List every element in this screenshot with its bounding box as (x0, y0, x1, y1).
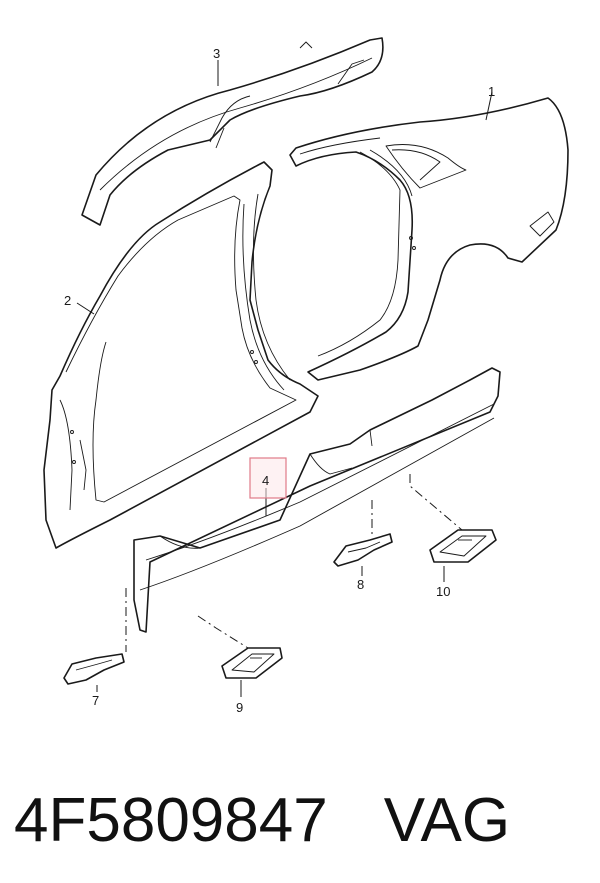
callout-10-label[interactable]: 10 (436, 584, 450, 599)
brand-label: VAG (383, 785, 511, 855)
callout-3-label[interactable]: 3 (213, 46, 220, 61)
front-jack-point-part (221, 647, 283, 679)
leader-lines (76, 60, 493, 697)
callout-7-label[interactable]: 7 (92, 693, 99, 708)
rear-bracket-part (333, 533, 393, 567)
roof-rail-part (81, 37, 384, 226)
callout-8-label[interactable]: 8 (357, 577, 364, 592)
rear-jack-point-part (429, 529, 497, 563)
sill-panel-part (133, 367, 501, 633)
callout-2-label[interactable]: 2 (64, 293, 71, 308)
assembly-lines (125, 474, 463, 652)
part-number: 4F5809847 (14, 785, 328, 855)
parts-diagram: 3 1 2 4 8 10 7 9 (43, 37, 569, 715)
callout-1-label[interactable]: 1 (488, 84, 495, 99)
rear-quarter-panel-part (289, 97, 569, 381)
side-frame-part (43, 161, 319, 549)
callout-4-label[interactable]: 4 (262, 473, 269, 488)
callout-4-highlight (249, 457, 287, 499)
part-info-footer: 4F5809847 VAG (14, 770, 594, 870)
front-bracket-part (63, 653, 125, 685)
callout-9-label[interactable]: 9 (236, 700, 243, 715)
